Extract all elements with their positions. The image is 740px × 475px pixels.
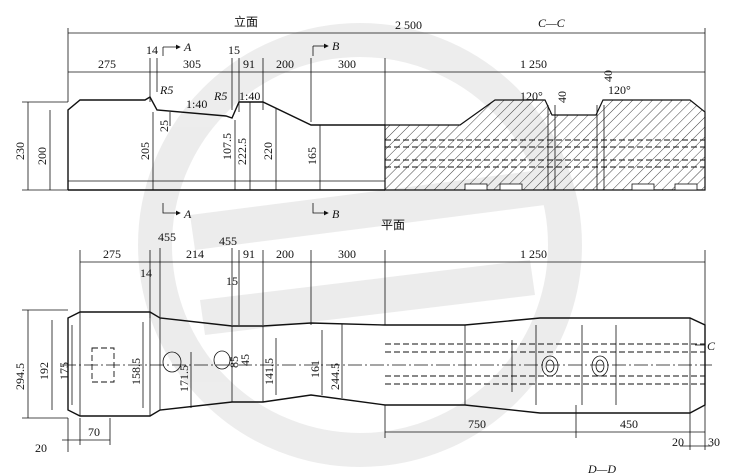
plan-width-175: 175: [57, 362, 71, 380]
plan-view: 275 214 91 200 300 1 250 455 455 14 15: [13, 230, 720, 455]
plan-bottom-450: 450: [620, 417, 638, 431]
elevation-title: 立面: [234, 14, 258, 29]
elev-mark-15: 15: [228, 43, 240, 57]
elev-seg-2: 305: [183, 57, 201, 71]
elev-small-25: 25: [157, 120, 171, 132]
section-b-top: B: [332, 39, 340, 53]
groove-depth-2: 40: [601, 70, 615, 82]
plan-seg-3: 91: [243, 247, 255, 261]
plan-width-192: 192: [37, 362, 51, 380]
plan-extra-455-left: 455: [158, 230, 176, 244]
elev-seg-4: 200: [276, 57, 294, 71]
plan-seg-1: 275: [103, 247, 121, 261]
elev-seg-6: 1 250: [520, 57, 547, 71]
elev-height-205: 205: [138, 142, 152, 160]
elev-height-220: 220: [261, 142, 275, 160]
elev-height-200: 200: [35, 147, 49, 165]
plan-width-171-5: 171.5: [177, 365, 191, 392]
plan-width-244-5: 244.5: [328, 363, 342, 390]
plan-bottom-750: 750: [468, 417, 486, 431]
plan-width-158-5: 158.5: [129, 358, 143, 385]
plan-extra-455-right: 455: [219, 234, 237, 248]
section-cc-hatch: [384, 99, 706, 191]
elevation-view: 2 500 275 305 91 200 300 1 250 14 15 A B…: [13, 18, 706, 221]
elevation-profile: [67, 96, 385, 190]
elev-mark-14: 14: [146, 43, 158, 57]
plan-title: 平面: [381, 218, 405, 232]
section-b-bottom: B: [332, 207, 340, 221]
elev-seg-3: 91: [243, 57, 255, 71]
plan-seg-4: 200: [276, 247, 294, 261]
groove-depth-1: 40: [555, 91, 569, 103]
elev-height-165: 165: [305, 147, 319, 165]
section-dd-title: D—D: [587, 462, 616, 475]
groove-angle-2: 120°: [608, 83, 631, 97]
plan-bottom-30: 30: [708, 435, 720, 449]
plan-width-294-5: 294.5: [13, 363, 27, 390]
elev-height-230: 230: [13, 142, 27, 160]
plan-width-141-5: 141.5: [262, 358, 276, 385]
plan-bottom-20-left: 20: [35, 441, 47, 455]
slope-label-1: 1:40: [186, 97, 207, 111]
plan-extra-14: 14: [140, 266, 152, 280]
section-cc-title: C—C: [538, 16, 566, 30]
plan-width-161: 161: [308, 360, 322, 378]
plan-seg-5: 300: [338, 247, 356, 261]
radius-label-1: R5: [159, 83, 173, 97]
section-a-bottom: A: [183, 207, 192, 221]
radius-label-2: R5: [213, 89, 227, 103]
plan-bottom-20-right: 20: [672, 435, 684, 449]
plan-extra-15: 15: [226, 274, 238, 288]
elev-height-107-5: 107.5: [220, 133, 234, 160]
plan-seg-2: 214: [186, 247, 204, 261]
plan-bottom-70: 70: [88, 425, 100, 439]
groove-angle-1: 120°: [520, 89, 543, 103]
elev-seg-5: 300: [338, 57, 356, 71]
elev-height-222-5: 222.5: [235, 138, 249, 165]
plan-width-85: 85: [227, 356, 241, 368]
elev-total-length: 2 500: [395, 18, 422, 32]
section-a-top: A: [183, 40, 192, 54]
plan-section-c: C: [707, 339, 716, 353]
slope-label-2: 1:40: [239, 89, 260, 103]
elev-seg-1: 275: [98, 57, 116, 71]
plan-seg-6: 1 250: [520, 247, 547, 261]
plan-width-45: 45: [238, 354, 252, 366]
